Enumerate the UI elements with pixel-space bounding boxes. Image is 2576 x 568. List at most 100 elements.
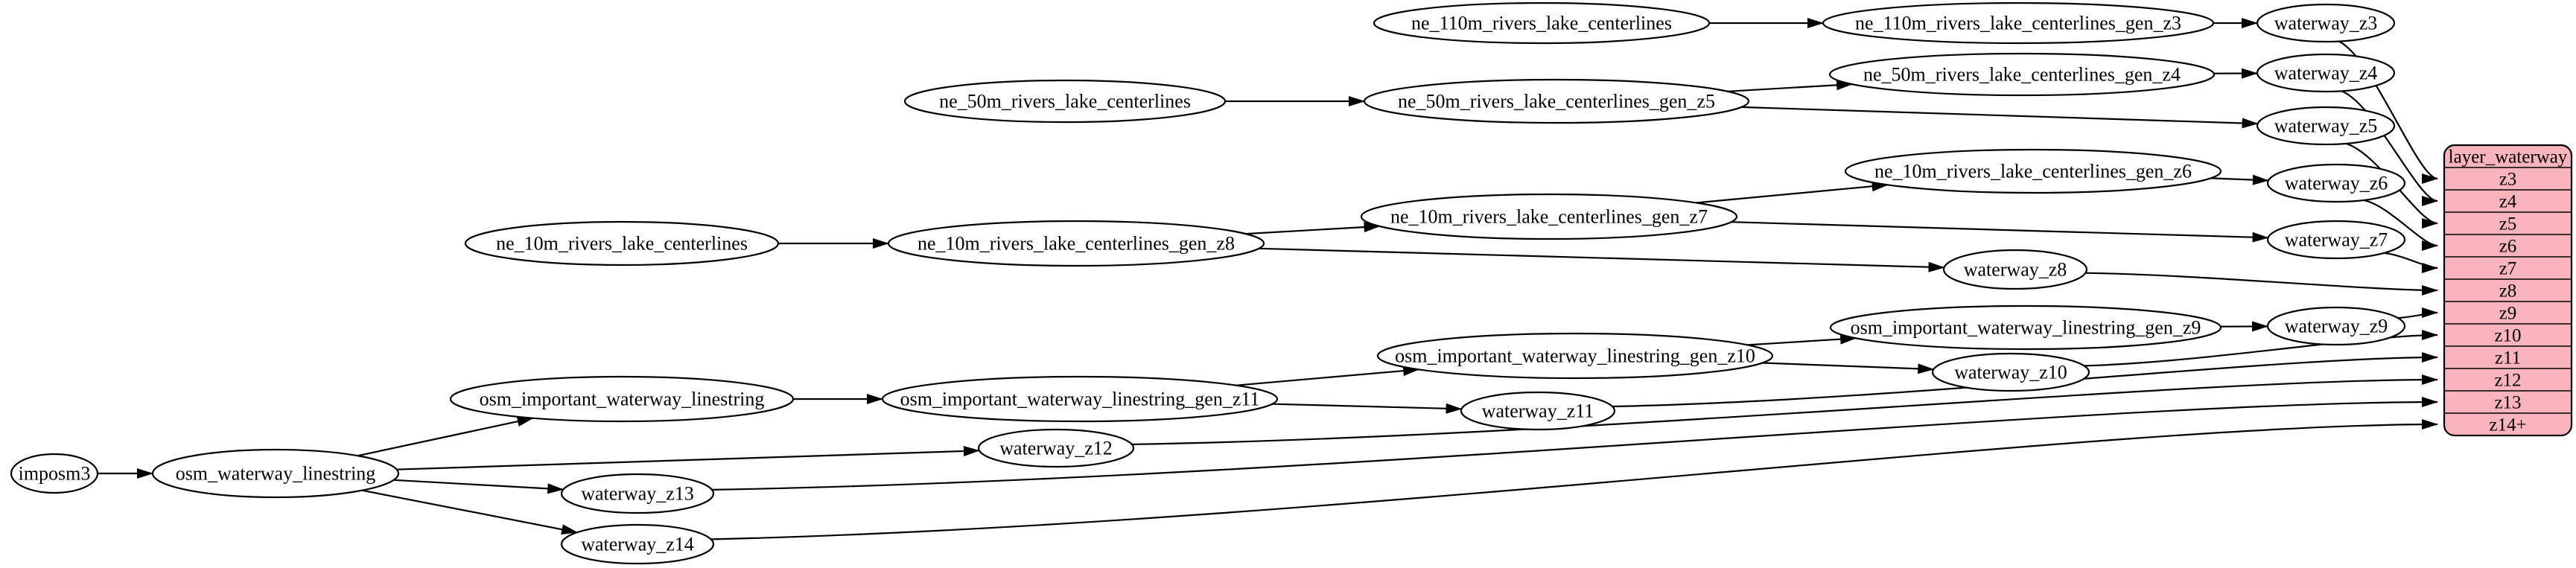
node-ellipse-waterway_z10: [1931, 352, 2090, 392]
edge-waterway_z9-layer_waterway-z9: [2397, 307, 2438, 319]
node-label-ne_50m_rivers_lake_centerlines_gen_z5: ne_50m_rivers_lake_centerlines_gen_z5: [1398, 91, 1715, 112]
edge-waterway_z3-layer_waterway-z3: [2338, 40, 2438, 184]
node-label-imposm3: imposm3: [19, 463, 91, 485]
node-ellipse-osm_important_waterway_linestring_gen_z10: [1376, 332, 1774, 380]
node-ne_10m_rivers_lake_centerlines: ne_10m_rivers_lake_centerlines: [464, 220, 780, 267]
record-row-z3: z3: [2499, 170, 2517, 190]
node-label-waterway_z5: waterway_z5: [2274, 115, 2378, 137]
node-ne_110m_rivers_lake_centerlines: ne_110m_rivers_lake_centerlines: [1373, 1, 1711, 45]
node-waterway_z12: waterway_z12: [977, 428, 1135, 468]
node-ne_10m_rivers_lake_centerlines_gen_z7: ne_10m_rivers_lake_centerlines_gen_z7: [1360, 193, 1738, 240]
node-label-waterway_z7: waterway_z7: [2285, 229, 2388, 251]
edge-ne_50m_rivers_lake_centerlines_gen_z5-waterway_z5: [1741, 106, 2259, 129]
edge-osm_waterway_linestring-waterway_z14: [361, 489, 579, 535]
node-label-ne_10m_rivers_lake_centerlines: ne_10m_rivers_lake_centerlines: [496, 233, 748, 255]
node-label-waterway_z4: waterway_z4: [2274, 63, 2378, 84]
node-ellipse-osm_important_waterway_linestring: [449, 375, 795, 423]
node-label-waterway_z8: waterway_z8: [1964, 259, 2067, 281]
edge-waterway_z6-layer_waterway-z6: [2363, 199, 2438, 251]
node-ellipse-waterway_z11: [1460, 391, 1616, 431]
node-waterway_z8: waterway_z8: [1942, 249, 2088, 290]
record-row-z4: z4: [2499, 192, 2517, 212]
node-label-waterway_z10: waterway_z10: [1954, 362, 2067, 383]
node-label-osm_important_waterway_linestring_gen_z11: osm_important_waterway_linestring_gen_z1…: [900, 389, 1260, 410]
node-imposm3: imposm3: [10, 453, 99, 494]
node-ellipse-osm_important_waterway_linestring_gen_z9: [1829, 304, 2222, 351]
node-ellipse-waterway_z3: [2256, 3, 2396, 43]
node-ellipse-ne_10m_rivers_lake_centerlines_gen_z8: [887, 220, 1265, 267]
edge-waterway_z14-layer_waterway-z14+: [710, 419, 2438, 540]
edges-layer: [98, 18, 2438, 540]
edge-osm_waterway_linestring-waterway_z12: [396, 445, 980, 470]
node-waterway_z9: waterway_z9: [2266, 306, 2406, 346]
edge-waterway_z12-layer_waterway-z12: [1131, 374, 2438, 445]
node-osm_important_waterway_linestring_gen_z10: osm_important_waterway_linestring_gen_z1…: [1376, 332, 1774, 380]
edge-ne_10m_rivers_lake_centerlines_gen_z8-waterway_z8: [1259, 247, 1945, 272]
node-ellipse-ne_10m_rivers_lake_centerlines: [464, 220, 780, 267]
node-waterway_z5: waterway_z5: [2256, 106, 2396, 146]
node-label-osm_important_waterway_linestring_gen_z9: osm_important_waterway_linestring_gen_z9: [1851, 317, 2201, 339]
edge-waterway_z4-layer_waterway-z4: [2341, 90, 2438, 206]
record-row-z9: z9: [2499, 304, 2517, 324]
node-ellipse-waterway_z6: [2266, 163, 2406, 203]
node-ellipse-ne_110m_rivers_lake_centerlines: [1373, 1, 1711, 45]
edge-ne_50m_rivers_lake_centerlines_gen_z5-ne_50m_rivers_lake_centerlines_gen_z4: [1727, 80, 1854, 92]
record-body: [2443, 144, 2573, 437]
node-label-osm_important_waterway_linestring: osm_important_waterway_linestring: [480, 389, 765, 410]
node-label-osm_waterway_linestring: osm_waterway_linestring: [176, 463, 376, 485]
record-row-z12: z12: [2494, 371, 2521, 391]
node-label-ne_10m_rivers_lake_centerlines_gen_z6: ne_10m_rivers_lake_centerlines_gen_z6: [1874, 161, 2192, 182]
edge-osm_important_waterway_linestring_gen_z11-osm_important_waterway_linestring_gen_z10: [1235, 366, 1420, 386]
node-waterway_z7: waterway_z7: [2266, 220, 2406, 260]
node-osm_important_waterway_linestring_gen_z11: osm_important_waterway_linestring_gen_z1…: [881, 375, 1279, 423]
node-waterway_z6: waterway_z6: [2266, 163, 2406, 203]
edge-waterway_z8-layer_waterway-z8: [2085, 272, 2438, 296]
edge-ne_10m_rivers_lake_centerlines_gen_z7-ne_10m_rivers_lake_centerlines_gen_z6: [1696, 181, 1889, 204]
node-ellipse-ne_50m_rivers_lake_centerlines: [903, 79, 1227, 124]
node-ne_110m_rivers_lake_centerlines_gen_z3: ne_110m_rivers_lake_centerlines_gen_z3: [1822, 1, 2215, 45]
edge-ne_10m_rivers_lake_centerlines_gen_z7-waterway_z7: [1731, 221, 2269, 243]
node-ellipse-waterway_z12: [977, 428, 1135, 468]
edge-osm_important_waterway_linestring_gen_z10-waterway_z10: [1762, 362, 1935, 374]
record-row-z13: z13: [2494, 393, 2521, 413]
node-ellipse-waterway_z9: [2266, 306, 2406, 346]
node-ellipse-waterway_z14: [560, 523, 715, 565]
node-waterway_z10: waterway_z10: [1931, 352, 2090, 392]
node-ellipse-ne_50m_rivers_lake_centerlines_gen_z5: [1363, 78, 1750, 124]
node-ne_10m_rivers_lake_centerlines_gen_z6: ne_10m_rivers_lake_centerlines_gen_z6: [1844, 148, 2222, 194]
edge-waterway_z10-layer_waterway-z10: [2084, 330, 2438, 367]
node-ellipse-ne_10m_rivers_lake_centerlines_gen_z6: [1844, 148, 2222, 194]
record-row-z11: z11: [2495, 348, 2521, 368]
node-label-waterway_z13: waterway_z13: [581, 483, 694, 505]
node-ellipse-waterway_z4: [2256, 53, 2396, 93]
node-waterway_z14: waterway_z14: [560, 523, 715, 565]
node-waterway_z4: waterway_z4: [2256, 53, 2396, 93]
node-ellipse-waterway_z7: [2266, 220, 2406, 260]
edge-waterway_z13-layer_waterway-z13: [711, 397, 2438, 491]
node-label-ne_110m_rivers_lake_centerlines: ne_110m_rivers_lake_centerlines: [1411, 13, 1672, 34]
edge-ne_10m_rivers_lake_centerlines_gen_z8-ne_10m_rivers_lake_centerlines_gen_z7: [1245, 222, 1381, 235]
node-ellipse-ne_50m_rivers_lake_centerlines_gen_z4: [1828, 52, 2216, 97]
edge-osm_important_waterway_linestring_gen_z11-waterway_z11: [1272, 403, 1463, 414]
record-layer_waterway: layer_waterwayz3z4z5z6z7z8z9z10z11z12z13…: [2443, 144, 2573, 437]
node-osm_important_waterway_linestring: osm_important_waterway_linestring: [449, 375, 795, 423]
nodes-layer: imposm3 osm_waterway_linestring osm_import…: [10, 1, 2406, 565]
node-ellipse-waterway_z5: [2256, 106, 2396, 146]
node-ne_50m_rivers_lake_centerlines_gen_z4: ne_50m_rivers_lake_centerlines_gen_z4: [1828, 52, 2216, 97]
edge-waterway_z7-layer_waterway-z7: [2383, 252, 2438, 273]
node-label-ne_10m_rivers_lake_centerlines_gen_z7: ne_10m_rivers_lake_centerlines_gen_z7: [1390, 206, 1708, 228]
record-row-z14+: z14+: [2489, 415, 2526, 435]
node-ellipse-ne_10m_rivers_lake_centerlines_gen_z7: [1360, 193, 1738, 240]
node-ellipse-waterway_z8: [1942, 249, 2088, 290]
record-row-z8: z8: [2499, 281, 2517, 301]
node-ellipse-osm_waterway_linestring: [151, 448, 400, 499]
node-osm_waterway_linestring: osm_waterway_linestring: [151, 448, 400, 499]
record-row-z5: z5: [2499, 214, 2517, 234]
node-label-waterway_z6: waterway_z6: [2285, 173, 2388, 194]
node-waterway_z13: waterway_z13: [560, 473, 715, 514]
node-label-ne_50m_rivers_lake_centerlines_gen_z4: ne_50m_rivers_lake_centerlines_gen_z4: [1863, 64, 2181, 86]
node-label-waterway_z11: waterway_z11: [1482, 401, 1594, 422]
node-waterway_z3: waterway_z3: [2256, 3, 2396, 43]
node-ellipse-ne_110m_rivers_lake_centerlines_gen_z3: [1822, 1, 2215, 45]
